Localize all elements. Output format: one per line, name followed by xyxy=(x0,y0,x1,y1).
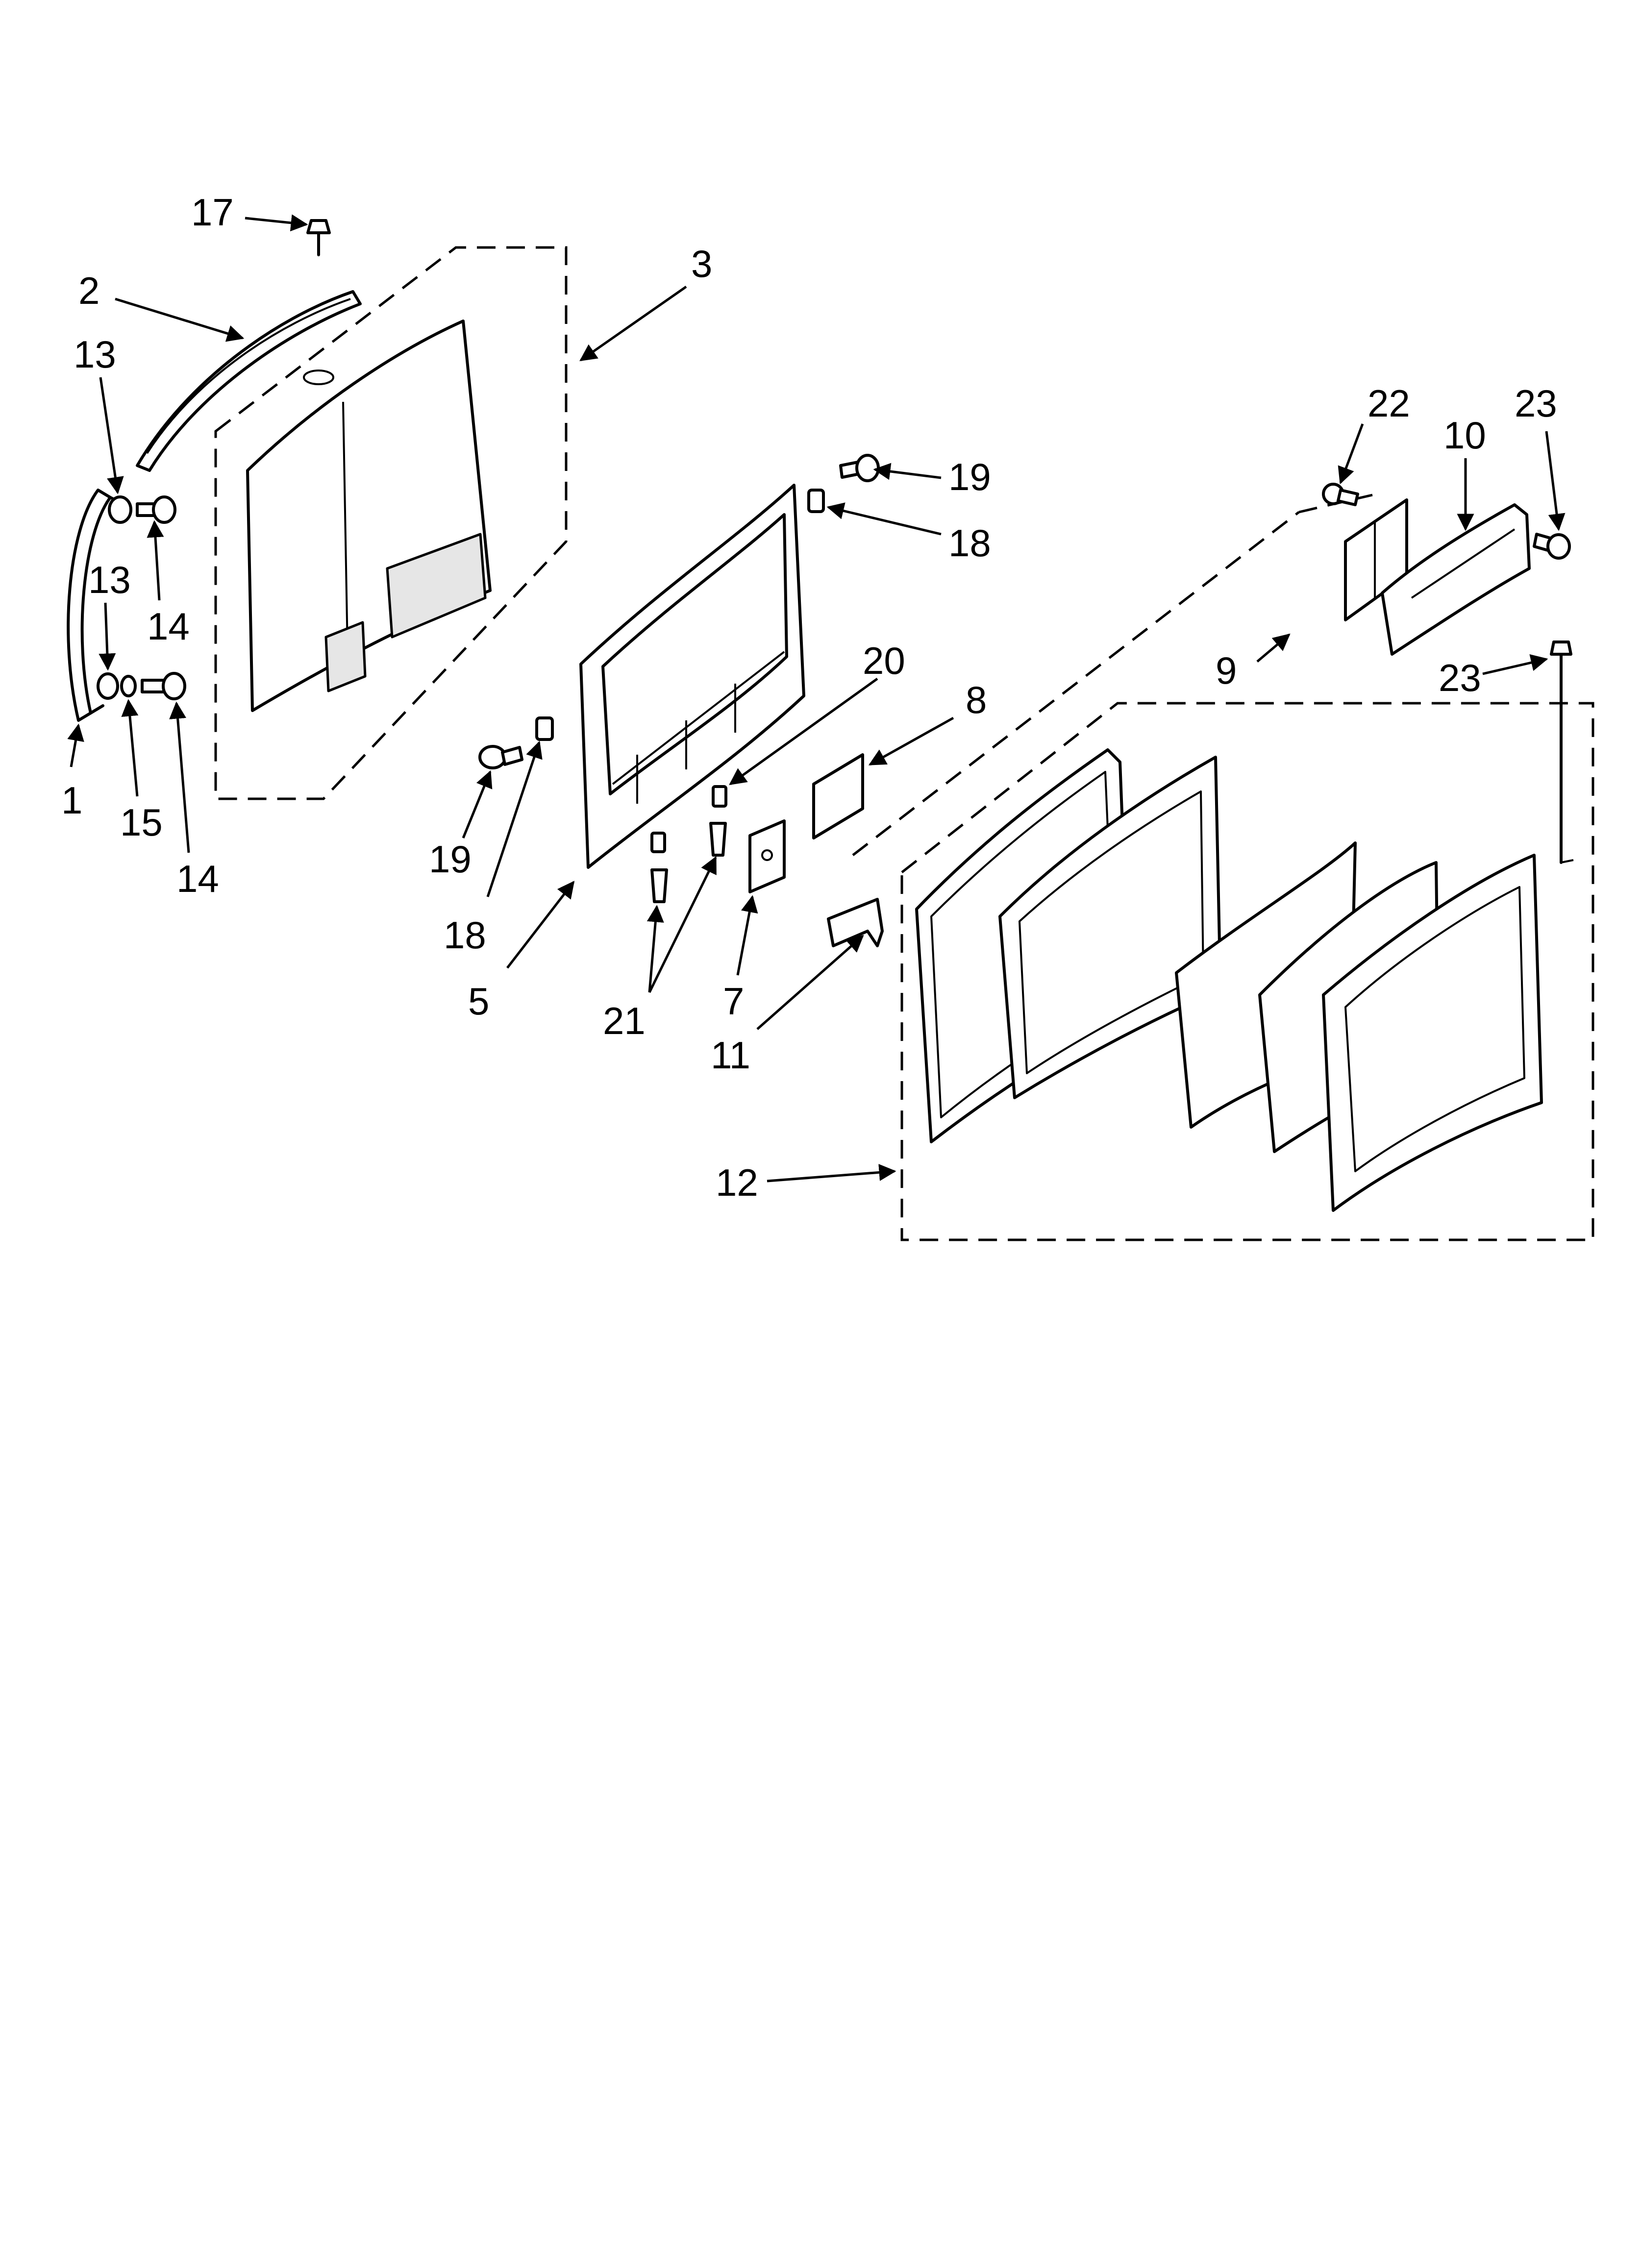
callout-18-left: 19 xyxy=(429,838,472,881)
callout-12: 12 xyxy=(716,1161,758,1204)
callout-3: 3 xyxy=(691,242,712,285)
part-3-group-outline xyxy=(214,246,568,800)
callout-9: 9 xyxy=(1216,649,1237,692)
part-5-console-frame[interactable] xyxy=(579,484,805,869)
callout-15: 15 xyxy=(120,801,163,844)
part-13-bushing-top[interactable] xyxy=(108,495,132,524)
part-19-connector[interactable] xyxy=(712,785,727,808)
part-12-glass-assembly[interactable] xyxy=(915,748,1543,1212)
part-20-screw-a[interactable] xyxy=(650,832,668,903)
part-10-end-cap[interactable] xyxy=(1381,503,1531,656)
part-17-clip-right[interactable] xyxy=(807,489,825,513)
callout-13-bottom: 13 xyxy=(88,558,131,601)
part-15-washer[interactable] xyxy=(120,675,137,697)
callout-21: 22 xyxy=(1368,382,1410,425)
part-13-bushing-bottom[interactable] xyxy=(97,672,119,700)
part-12-group-outline xyxy=(900,702,1594,1241)
part-3-console-panel[interactable] xyxy=(246,320,492,712)
part-18-screw-left[interactable] xyxy=(478,745,523,769)
callout-16: 17 xyxy=(191,191,234,234)
part-23-screw[interactable] xyxy=(1550,641,1574,864)
callout-10: 10 xyxy=(1443,414,1486,457)
leader-lines xyxy=(67,214,1566,1183)
callout-17-right: 18 xyxy=(948,521,991,565)
callout-14-bottom: 14 xyxy=(176,857,219,900)
callout-13-top: 13 xyxy=(74,333,116,376)
callout-2: 2 xyxy=(78,269,99,312)
part-22-screw[interactable] xyxy=(1533,533,1571,560)
part-7-control-board[interactable] xyxy=(748,819,786,893)
part-21-screw[interactable] xyxy=(1322,483,1359,506)
callout-1: 1 xyxy=(61,779,82,822)
part-20-screw-b[interactable] xyxy=(709,822,727,857)
callout-7: 7 xyxy=(723,980,744,1023)
part-17-clip-left[interactable] xyxy=(535,716,554,741)
callout-11: 11 xyxy=(711,1034,750,1077)
assembly-guide-line xyxy=(852,511,1300,856)
part-14-screw-bottom[interactable] xyxy=(141,672,186,700)
part-11-bracket[interactable] xyxy=(827,898,884,947)
part-8-interface-board[interactable] xyxy=(812,753,864,839)
part-2-top-trim[interactable] xyxy=(136,290,362,472)
callout-5: 5 xyxy=(468,980,489,1023)
part-14-screw-top[interactable] xyxy=(136,495,176,524)
callout-19: 20 xyxy=(863,639,905,682)
callout-23: 23 xyxy=(1439,656,1481,699)
callout-14-top: 14 xyxy=(147,605,190,648)
callout-8: 8 xyxy=(966,678,987,721)
part-16-screw[interactable] xyxy=(306,219,331,256)
callout-20: 21 xyxy=(603,999,646,1042)
callout-17-left: 18 xyxy=(444,913,486,957)
callout-18-right: 19 xyxy=(948,455,991,498)
part-18-screw-right[interactable] xyxy=(839,454,880,482)
callout-22: 23 xyxy=(1515,382,1557,425)
